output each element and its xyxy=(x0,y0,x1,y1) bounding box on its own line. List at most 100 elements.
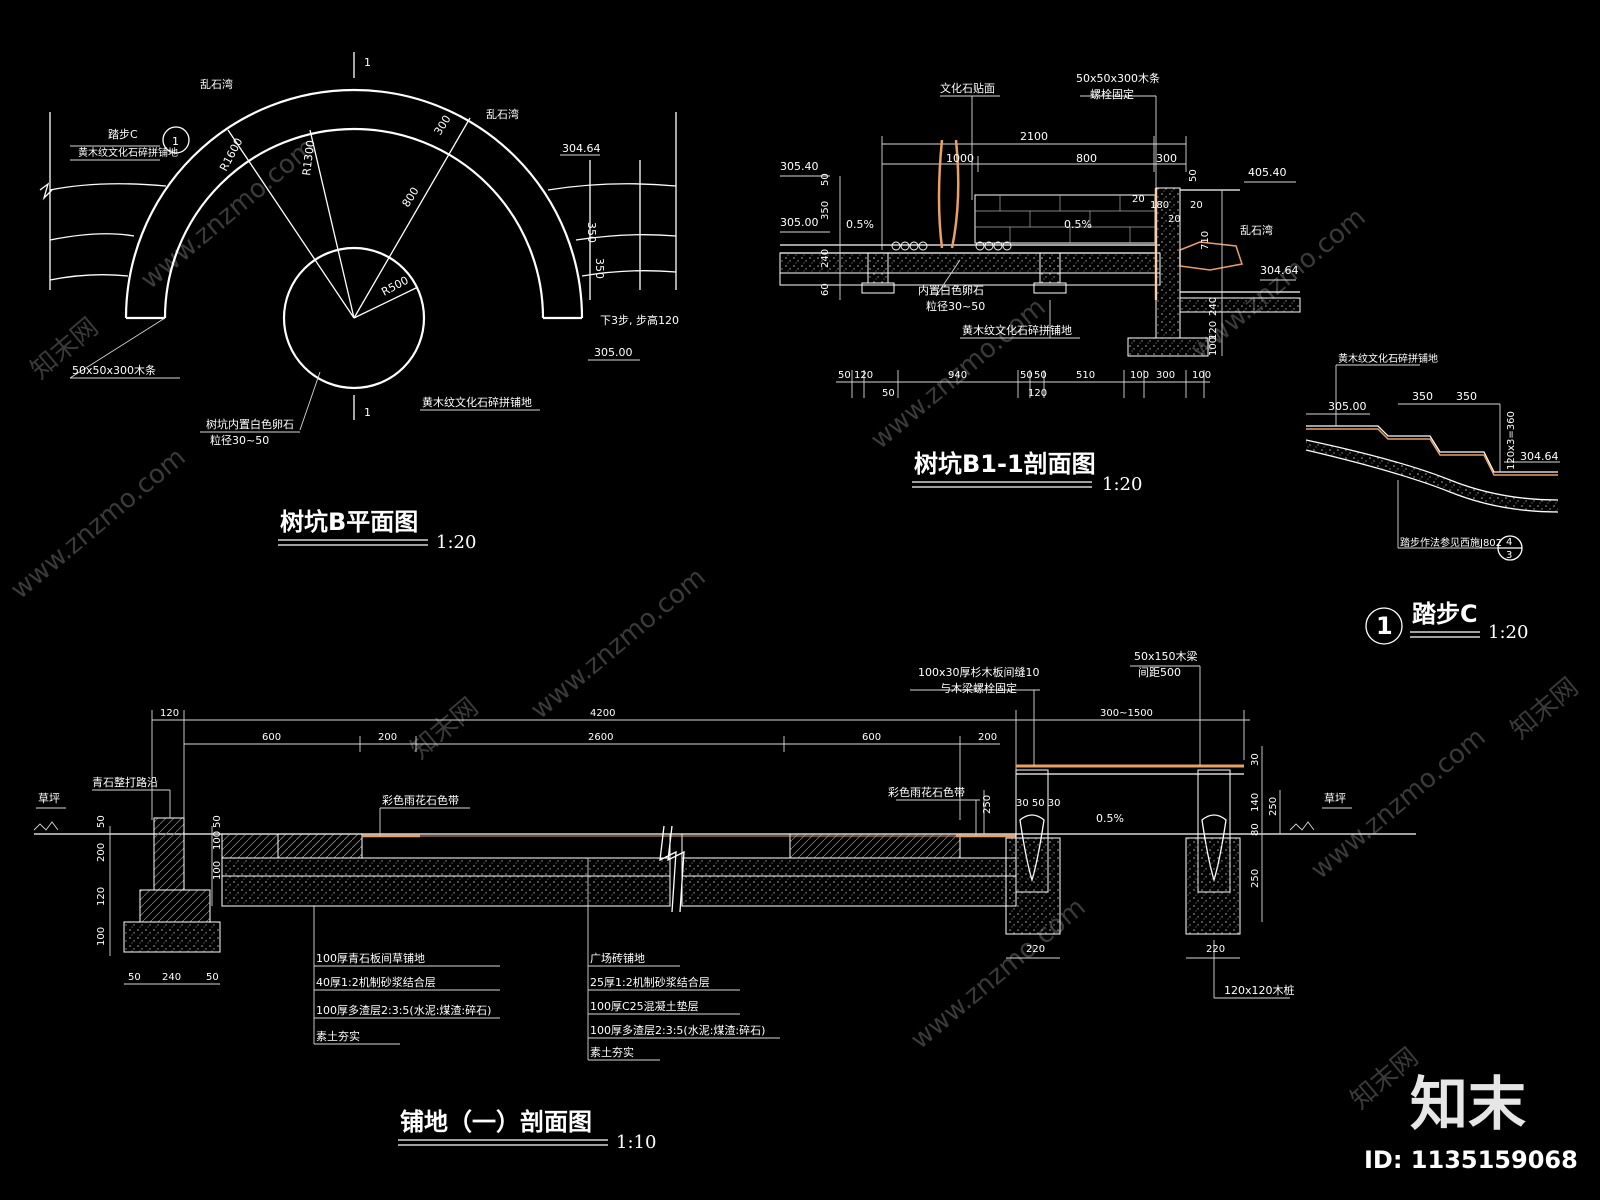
step-c-num: 1 xyxy=(1376,612,1393,640)
section-b1-view: 文化石贴面 50x50x300木条 螺栓固定 2100 1000 800 300… xyxy=(779,71,1301,495)
dim-label: 2600 xyxy=(588,732,613,743)
layer-callout: 100厚多渣层2:3:5(水泥:煤渣:碎石) xyxy=(316,1003,491,1017)
dim-label: 120 xyxy=(1028,388,1047,399)
step-c-title: 踏步C xyxy=(1412,600,1478,628)
plan-label: 50x50x300木条 xyxy=(72,363,156,377)
watermark-cn: 知末网 xyxy=(405,692,484,765)
dim-label: 710 xyxy=(1200,231,1211,250)
dim-label: 50 xyxy=(882,388,895,399)
dim-label: 2100 xyxy=(1020,130,1048,143)
dim-label: 20 xyxy=(1168,214,1181,225)
paving-section-view: 120 4200 600 200 2600 600 200 300~1500 1… xyxy=(33,649,1416,1153)
plan-label: 下3步, 步高120 xyxy=(600,313,679,327)
step-label: 踏步作法参见西施J802 xyxy=(1400,536,1502,549)
dim-label: 240 xyxy=(820,249,831,268)
dim-label: 140 xyxy=(1250,793,1261,812)
section-label: 黄木纹文化石碎拼铺地 xyxy=(962,323,1072,337)
image-id: ID: 1135159068 xyxy=(1364,1146,1578,1174)
layer-callout: 素土夯实 xyxy=(590,1045,634,1059)
plan-title: 树坑B平面图 xyxy=(280,508,418,536)
znzmo-logo: 知末 xyxy=(1410,1070,1526,1138)
dim-label: 50 xyxy=(96,815,107,828)
dim-label: 100 xyxy=(212,831,223,850)
elev-label: 304.64 xyxy=(1520,450,1559,463)
tree-pit-circle xyxy=(282,246,426,390)
elev-label: 305.00 xyxy=(780,216,819,229)
dim-label: 250 xyxy=(982,795,993,814)
plan-label: 黄木纹文化石碎拼铺地 xyxy=(422,395,532,409)
dim-label: 80 xyxy=(1250,823,1261,836)
section-label: 内置白色卵石 xyxy=(918,283,984,297)
dim-label: 250 xyxy=(1250,869,1261,888)
dim-label: 100 xyxy=(1130,370,1149,381)
paving-label: 间距500 xyxy=(1138,666,1181,679)
slope-label: 0.5% xyxy=(1064,218,1092,231)
layer-callout: 25厚1:2机制砂浆结合层 xyxy=(590,975,710,989)
dim-label: 30 xyxy=(1250,753,1261,766)
dim-label: 200 xyxy=(96,843,107,862)
plan-scale: 1:20 xyxy=(436,532,476,553)
watermark-cn: 知末网 xyxy=(1505,672,1584,745)
elev-label: 305.00 xyxy=(1328,400,1367,413)
paving-label: 100x30厚杉木板间缝10 xyxy=(918,665,1040,679)
dim-label: 350 xyxy=(1412,390,1433,403)
plan-label: 粒径30~50 xyxy=(210,433,269,447)
plan-label: 踏步C xyxy=(108,127,138,141)
section-mark: 1 xyxy=(364,406,371,419)
dim-label: 300 xyxy=(432,113,454,138)
dim-label: 4200 xyxy=(590,708,615,719)
dim-label: 1000 xyxy=(946,152,974,165)
dim-label: 50 xyxy=(1034,370,1047,381)
layer-callout: 100厚多渣层2:3:5(水泥:煤渣:碎石) xyxy=(590,1023,765,1037)
paving-label: 与木梁螺栓固定 xyxy=(940,681,1017,695)
section-label: 螺栓固定 xyxy=(1090,87,1134,101)
paving-label: 50x150木梁 xyxy=(1134,649,1198,663)
elev-label: 304.64 xyxy=(1260,264,1299,277)
dim-label: R1300 xyxy=(300,139,317,176)
paving-label: 草坪 xyxy=(1324,792,1346,805)
watermark-site: www.znzmo.com xyxy=(905,892,1091,1055)
plan-label: 树坑内置白色卵石 xyxy=(206,417,294,431)
step-c-view: 黄木纹文化石碎拼铺地 305.00 350 350 120x3=360 304.… xyxy=(1305,352,1560,645)
plan-label: 乱石湾 xyxy=(200,77,233,91)
section-label: 文化石贴面 xyxy=(940,81,995,95)
dim-label: 180 xyxy=(1150,200,1169,211)
dim-label: 600 xyxy=(262,732,281,743)
dim-label: 100 xyxy=(212,861,223,880)
dim-label: 50 xyxy=(212,815,223,828)
dim-label: 100 xyxy=(96,927,107,946)
paving-label: 青石整打路沿 xyxy=(92,775,158,789)
step-c-scale: 1:20 xyxy=(1488,622,1528,643)
step-label: 4 xyxy=(1506,537,1512,548)
watermark-site: www.znzmo.com xyxy=(525,562,711,725)
layer-callout: 100厚C25混凝土垫层 xyxy=(590,999,699,1013)
layer-callout: 100厚青石板间草铺地 xyxy=(316,951,425,965)
layer-callout: 40厚1:2机制砂浆结合层 xyxy=(316,975,436,989)
layer-callout: 素土夯实 xyxy=(316,1029,360,1043)
paving-label: 草坪 xyxy=(38,792,60,805)
dim-label: 800 xyxy=(1076,152,1097,165)
section-b1-title: 树坑B1-1剖面图 xyxy=(914,450,1096,478)
dim-label: R500 xyxy=(379,274,410,299)
plan-label: 1 xyxy=(172,135,179,148)
paving-label: 120x120木桩 xyxy=(1224,983,1295,997)
layer-callouts: 100厚青石板间草铺地 40厚1:2机制砂浆结合层 100厚多渣层2:3:5(水泥:… xyxy=(316,951,765,1059)
dim-label: 100 xyxy=(1208,337,1219,356)
dim-label: 60 xyxy=(820,283,831,296)
step-label: 黄木纹文化石碎拼铺地 xyxy=(1338,352,1438,365)
watermark-layer: www.znzmo.com www.znzmo.com www.znzmo.co… xyxy=(5,132,1584,1115)
dim-label: 940 xyxy=(948,370,967,381)
watermark-site: www.znzmo.com xyxy=(5,442,191,605)
dim-label: 220 xyxy=(1206,944,1225,955)
dim-label: 250 xyxy=(1268,797,1279,816)
dim-label: 200 xyxy=(978,732,997,743)
dim-label: 30 50 30 xyxy=(1016,798,1061,809)
dim-label: 510 xyxy=(1076,370,1095,381)
dim-label: 300~1500 xyxy=(1100,708,1153,719)
dim-label: 350 xyxy=(820,201,831,220)
dim-label: 350 xyxy=(1456,390,1477,403)
dim-label: 120 xyxy=(854,370,873,381)
